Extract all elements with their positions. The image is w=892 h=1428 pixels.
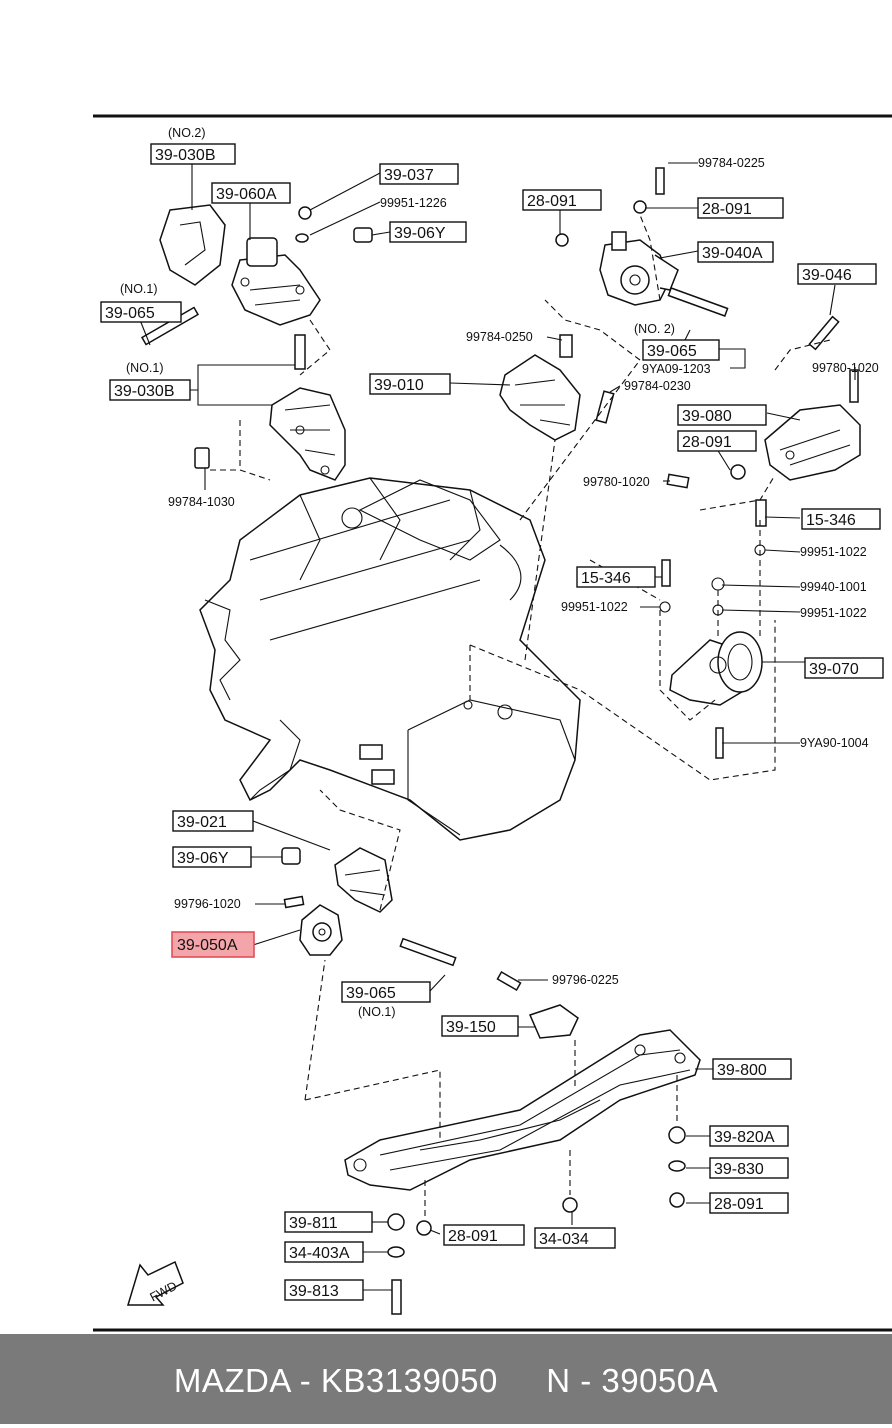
label-99784-0250: 99784-0250 (466, 330, 533, 344)
bracket-39-030b (269, 334, 346, 481)
label-no1-b: (NO.1) (126, 361, 164, 375)
label-9ya09-1203: 9YA09-1203 (642, 362, 711, 376)
label-34-403a: 34-403A (289, 1245, 350, 1262)
label-28-091-e: 28-091 (448, 1228, 498, 1245)
label-no2-b: (NO. 2) (634, 322, 675, 336)
dashed-guides (210, 214, 831, 1220)
fwd-arrow-icon: FWD (126, 1260, 184, 1306)
label-99951-1226: 99951-1226 (380, 196, 447, 210)
label-39-010: 39-010 (374, 377, 424, 394)
label-39-065-mid: 39-065 (647, 343, 697, 360)
label-99951-1022-b: 99951-1022 (800, 606, 867, 620)
label-28-091-c: 28-091 (682, 434, 732, 451)
mount-39-050a (281, 847, 457, 967)
label-99784-0225: 99784-0225 (698, 156, 765, 170)
label-39-06y-top: 39-06Y (394, 225, 446, 242)
label-39-060a: 39-060A (216, 186, 277, 203)
label-28-091-b: 28-091 (702, 201, 752, 218)
label-39-800: 39-800 (717, 1062, 767, 1079)
label-99780-1020-l: 99780-1020 (583, 475, 650, 489)
label-39-046: 39-046 (802, 267, 852, 284)
label-39-037: 39-037 (384, 167, 434, 184)
label-99784-0230: 99784-0230 (624, 379, 691, 393)
label-39-150: 39-150 (446, 1019, 496, 1036)
label-39-030b-mid: 39-030B (114, 383, 175, 400)
label-99951-1022-a: 99951-1022 (800, 545, 867, 559)
label-39-080: 39-080 (682, 408, 732, 425)
footer-bar: MAZDA - KB3139050 N - 39050A (0, 1334, 892, 1424)
label-39-813: 39-813 (289, 1283, 339, 1300)
label-39-065-bot: 39-065 (346, 985, 396, 1002)
label-99780-1020-r: 99780-1020 (812, 361, 879, 375)
crossmember-39-800 (344, 971, 701, 1191)
label-28-091-a: 28-091 (527, 193, 577, 210)
label-39-065-left: 39-065 (105, 305, 155, 322)
label-28-091-d: 28-091 (714, 1196, 764, 1213)
hardware-items (140, 200, 746, 1315)
label-99951-1022-l: 99951-1022 (561, 600, 628, 614)
label-39-830: 39-830 (714, 1161, 764, 1178)
label-39-021: 39-021 (177, 814, 227, 831)
bracket-39-080 (764, 315, 861, 481)
label-39-06y-bot: 39-06Y (177, 850, 229, 867)
footer-part-number: MAZDA - KB3139050 N - 39050A (173, 1362, 719, 1399)
label-15-346-l: 15-346 (581, 570, 631, 587)
label-99784-1030: 99784-1030 (168, 495, 235, 509)
label-15-346-r: 15-346 (806, 512, 856, 529)
label-39-050a-highlighted: 39-050A (177, 937, 238, 954)
mount-39-070 (659, 499, 767, 759)
label-no1-c: (NO.1) (358, 1005, 396, 1019)
part-labels: (NO.2) 39-030B 39-060A 39-037 99951-1226… (100, 126, 884, 1301)
label-39-820a: 39-820A (714, 1129, 775, 1146)
label-34-034: 34-034 (539, 1231, 589, 1248)
label-no1-a: (NO.1) (120, 282, 158, 296)
engine-block (199, 477, 581, 841)
mount-39-060a (159, 204, 321, 326)
label-39-030b-top: 39-030B (155, 147, 216, 164)
label-39-070: 39-070 (809, 661, 859, 678)
parts-diagram: (NO.2) 39-030B 39-060A 39-037 99951-1226… (93, 114, 892, 1332)
leader-lines (139, 162, 856, 1291)
label-99796-1020: 99796-1020 (174, 897, 241, 911)
label-99796-0225: 99796-0225 (552, 973, 619, 987)
label-39-040a: 39-040A (702, 245, 763, 262)
label-9ya90-1004: 9YA90-1004 (800, 736, 869, 750)
label-39-811: 39-811 (289, 1215, 338, 1232)
label-no2-top: (NO.2) (168, 126, 206, 140)
bracket-39-010 (499, 334, 615, 441)
label-99940-1001: 99940-1001 (800, 580, 867, 594)
